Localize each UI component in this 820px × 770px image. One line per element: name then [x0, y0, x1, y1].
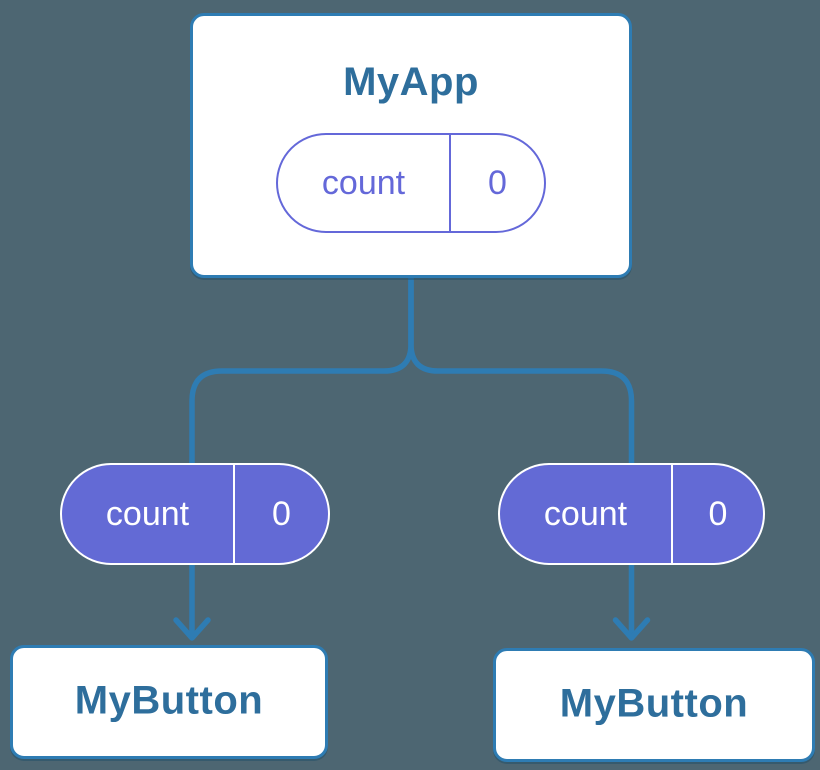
connector-left-branch	[189, 278, 414, 463]
root-state-pill: count 0	[276, 133, 546, 233]
prop-pill-right: count 0	[498, 463, 765, 565]
root-component-card: MyApp count 0	[190, 13, 632, 278]
child-card-right-title: MyButton	[559, 681, 749, 726]
child-card-right: MyButton	[493, 648, 815, 762]
connector-right-branch	[408, 278, 635, 463]
child-card-left-title: MyButton	[74, 678, 264, 723]
prop-pill-left: count 0	[60, 463, 330, 565]
root-card-title: MyApp	[343, 60, 479, 104]
state-pill-name: count	[278, 135, 451, 231]
arrow-left-head	[173, 617, 211, 641]
prop-pill-right-name: count	[500, 465, 673, 563]
prop-pill-left-name: count	[62, 465, 235, 563]
child-card-left: MyButton	[10, 645, 328, 759]
prop-pill-left-value: 0	[272, 494, 291, 533]
prop-pill-right-value: 0	[708, 494, 728, 533]
arrow-right-head	[612, 617, 651, 641]
state-pill-value: 0	[488, 163, 507, 202]
